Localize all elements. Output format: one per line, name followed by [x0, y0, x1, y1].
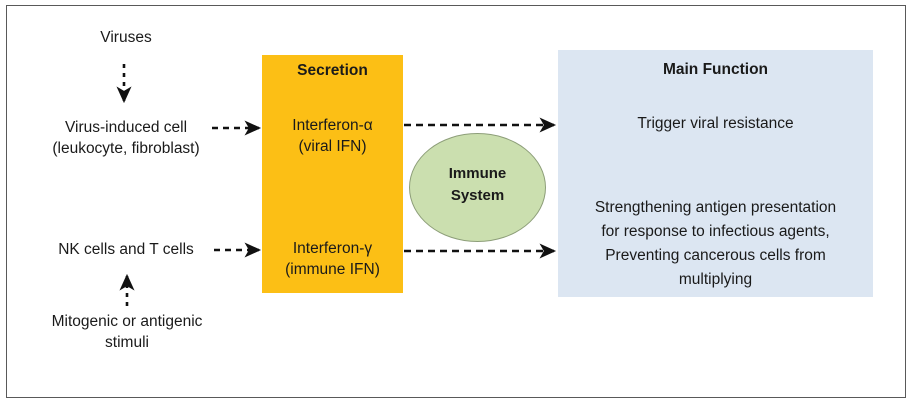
- immune-system-line-2: System: [450, 187, 505, 204]
- virus-induced-cell-line-1: Virus-induced cell: [64, 119, 188, 136]
- virus-induced-cell-line-2: (leukocyte, fibroblast): [52, 140, 200, 157]
- virus-induced-cell-label: Virus-induced cell (leukocyte, fibroblas…: [14, 117, 238, 159]
- interferon-alpha-label: Interferon-α (viral IFN): [262, 115, 403, 157]
- secretion-heading: Secretion: [297, 62, 368, 79]
- mitogenic-antigenic-stimuli-label: Mitogenic or antigenic stimuli: [22, 311, 232, 353]
- interferon-gamma-label: Interferon-γ (immune IFN): [262, 238, 403, 280]
- mitogenic-stimuli-line-2: stimuli: [105, 334, 149, 351]
- immune-main-function-label: Strengthening antigen presentation for r…: [560, 196, 871, 292]
- immune-main-function-line-3: Preventing cancerous cells from: [605, 247, 826, 264]
- immune-system-line-1: Immune: [448, 165, 507, 182]
- immune-main-function-line-2: for response to infectious agents,: [601, 223, 830, 240]
- interferon-gamma-line-2: (immune IFN): [285, 261, 380, 278]
- secretion-box: [262, 55, 403, 293]
- immune-main-function-line-4: multiplying: [678, 271, 753, 288]
- immune-main-function-line-1: Strengthening antigen presentation: [594, 199, 837, 216]
- interferon-alpha-line-2: (viral IFN): [298, 138, 367, 155]
- nk-and-t-cells-label: NK cells and T cells: [58, 241, 194, 258]
- main-function-heading: Main Function: [662, 61, 769, 78]
- trigger-viral-resistance-label: Trigger viral resistance: [637, 115, 794, 132]
- interferon-gamma-line-1: Interferon-γ: [292, 240, 373, 257]
- mitogenic-stimuli-line-1: Mitogenic or antigenic: [51, 313, 203, 330]
- immune-system-ellipse: [409, 133, 546, 242]
- immune-system-label: Immune System: [409, 163, 546, 207]
- viruses-label: Viruses: [100, 29, 152, 46]
- main-function-box: [558, 50, 873, 297]
- interferon-alpha-line-1: Interferon-α: [292, 117, 373, 134]
